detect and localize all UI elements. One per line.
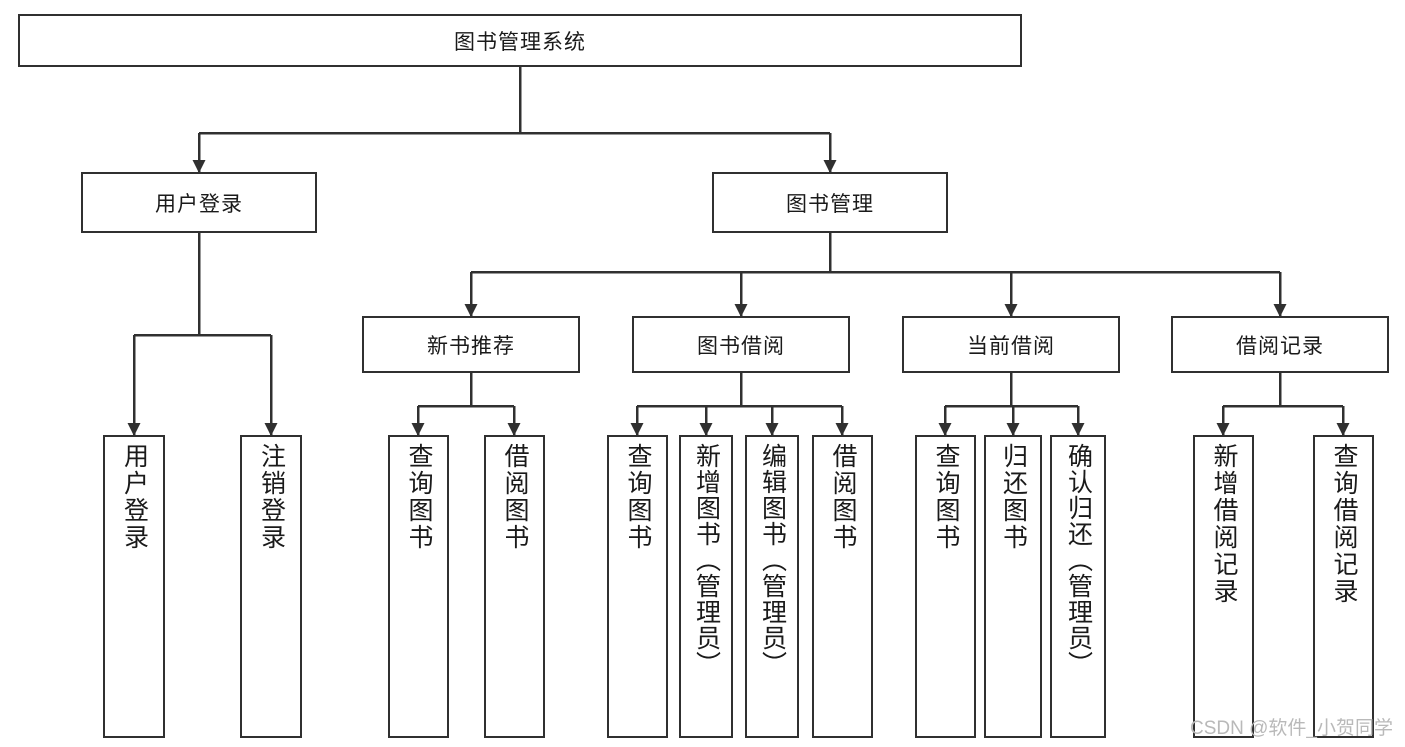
node-label: 查询图书: [624, 443, 652, 551]
node-label: 图书管理: [786, 192, 874, 216]
node-label: 新增借阅记录: [1210, 443, 1238, 605]
node-label: 查询借阅记录: [1330, 443, 1358, 605]
node-leaf-logout[interactable]: 注销登录: [240, 435, 302, 738]
node-leaf-query-record[interactable]: 查询借阅记录: [1313, 435, 1374, 738]
node-label: 新书推荐: [427, 334, 515, 358]
node-label: 图书借阅: [697, 334, 785, 358]
node-book-manage[interactable]: 图书管理: [712, 172, 948, 233]
node-label: 用户登录: [120, 443, 149, 551]
node-borrow-record[interactable]: 借阅记录: [1171, 316, 1389, 373]
node-leaf-borrow-book-2[interactable]: 借阅图书: [812, 435, 873, 738]
node-current-borrow[interactable]: 当前借阅: [902, 316, 1120, 373]
node-label: 确认归还（管理员）: [1064, 443, 1093, 677]
node-leaf-add-record[interactable]: 新增借阅记录: [1193, 435, 1254, 738]
node-root[interactable]: 图书管理系统: [18, 14, 1022, 67]
node-new-book-recommend[interactable]: 新书推荐: [362, 316, 580, 373]
node-leaf-add-book[interactable]: 新增图书（管理员）: [679, 435, 733, 738]
node-label: 查询图书: [405, 443, 433, 551]
csdn-watermark: CSDN @软件_小贺同学: [1190, 718, 1393, 739]
node-label: 归还图书: [999, 443, 1028, 551]
node-leaf-query-book-3[interactable]: 查询图书: [915, 435, 976, 738]
node-book-borrow[interactable]: 图书借阅: [632, 316, 850, 373]
node-label: 查询图书: [932, 443, 960, 551]
node-leaf-return-book[interactable]: 归还图书: [984, 435, 1042, 738]
node-leaf-confirm-return[interactable]: 确认归还（管理员）: [1050, 435, 1106, 738]
node-label: 用户登录: [155, 192, 243, 216]
node-user-login[interactable]: 用户登录: [81, 172, 317, 233]
node-label: 编辑图书（管理员）: [758, 443, 787, 677]
node-label: 图书管理系统: [454, 30, 586, 54]
node-leaf-query-book-2[interactable]: 查询图书: [607, 435, 668, 738]
node-label: 当前借阅: [967, 334, 1055, 358]
node-label: 借阅图书: [501, 443, 529, 551]
node-leaf-user-login[interactable]: 用户登录: [103, 435, 165, 738]
node-label: 借阅图书: [829, 443, 857, 551]
node-label: 新增图书（管理员）: [692, 443, 721, 677]
node-label: 借阅记录: [1236, 334, 1324, 358]
node-leaf-query-book-1[interactable]: 查询图书: [388, 435, 449, 738]
node-label: 注销登录: [257, 443, 286, 551]
node-leaf-borrow-book-1[interactable]: 借阅图书: [484, 435, 545, 738]
node-leaf-edit-book[interactable]: 编辑图书（管理员）: [745, 435, 799, 738]
